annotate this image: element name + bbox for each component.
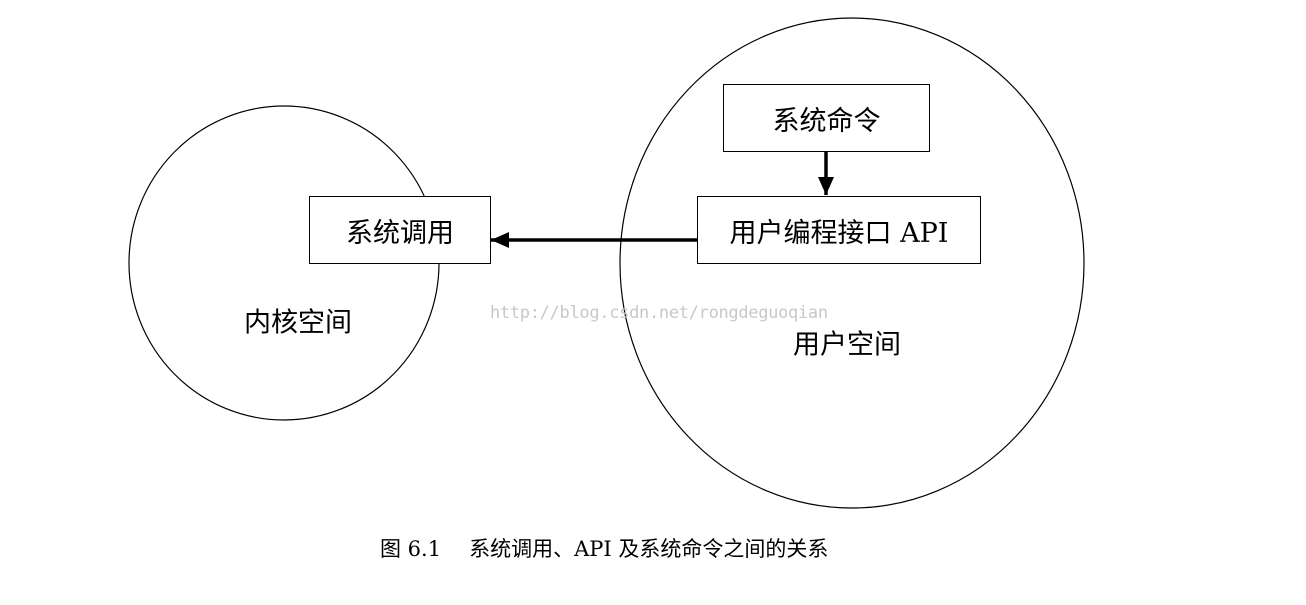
figure-caption: 图 6.1 系统调用、API 及系统命令之间的关系 [380,533,828,563]
kernel-space-label: 内核空间 [244,307,352,339]
system-call-box: 系统调用 [309,196,491,264]
watermark: http://blog.csdn.net/rongdeguoqian [490,303,828,323]
user-space-circle [619,17,1085,509]
user-space-label: 用户空间 [793,329,901,361]
caption-text: 系统调用、API 及系统命令之间的关系 [469,537,829,561]
user-api-box: 用户编程接口 API [697,196,981,264]
system-command-box: 系统命令 [723,84,930,152]
caption-number: 图 6.1 [380,537,442,561]
